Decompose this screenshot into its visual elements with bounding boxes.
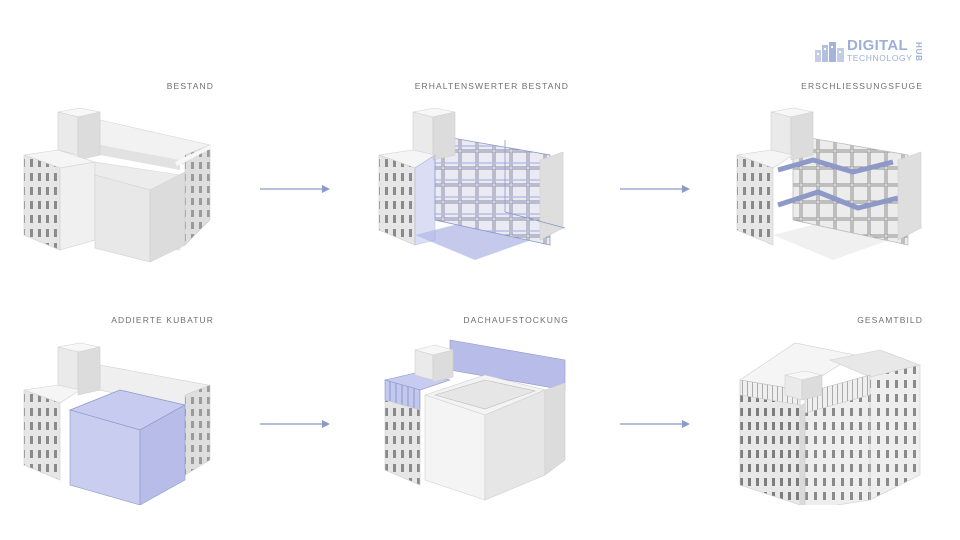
- logo-mark-icon: [815, 42, 844, 62]
- logo-text-digital: DIGITAL: [847, 37, 908, 54]
- arrow-right-icon: [260, 185, 330, 193]
- diagram-erhaltenswerter-bestand: [378, 107, 566, 260]
- logo-text-technology: TECHNOLOGY: [847, 53, 913, 63]
- stage-label-erhaltenswerter-bestand: ERHALTENSWERTER BESTAND: [414, 81, 569, 91]
- diagram-gesamtbild: [739, 342, 922, 505]
- logo: DIGITAL TECHNOLOGY HUB: [815, 38, 927, 70]
- stage-label-dachaufstockung: DACHAUFSTOCKUNG: [463, 315, 569, 325]
- stage-label-gesamtbild: GESAMTBILD: [857, 315, 923, 325]
- stage-label-erschliessungsfuge: ERSCHLIESSUNGSFUGE: [801, 81, 923, 91]
- logo-text-hub: HUB: [914, 42, 923, 62]
- diagram-dachaufstockung: [383, 339, 566, 501]
- stage-label-addierte-kubatur: ADDIERTE KUBATUR: [111, 315, 214, 325]
- arrow-right-icon: [620, 185, 690, 193]
- arrow-right-icon: [620, 420, 690, 428]
- stage-label-bestand: BESTAND: [166, 81, 214, 91]
- diagram-bestand: [23, 107, 212, 263]
- diagram-erschliessungsfuge: [736, 107, 923, 260]
- arrow-right-icon: [260, 420, 330, 428]
- diagram-addierte-kubatur: [23, 342, 211, 505]
